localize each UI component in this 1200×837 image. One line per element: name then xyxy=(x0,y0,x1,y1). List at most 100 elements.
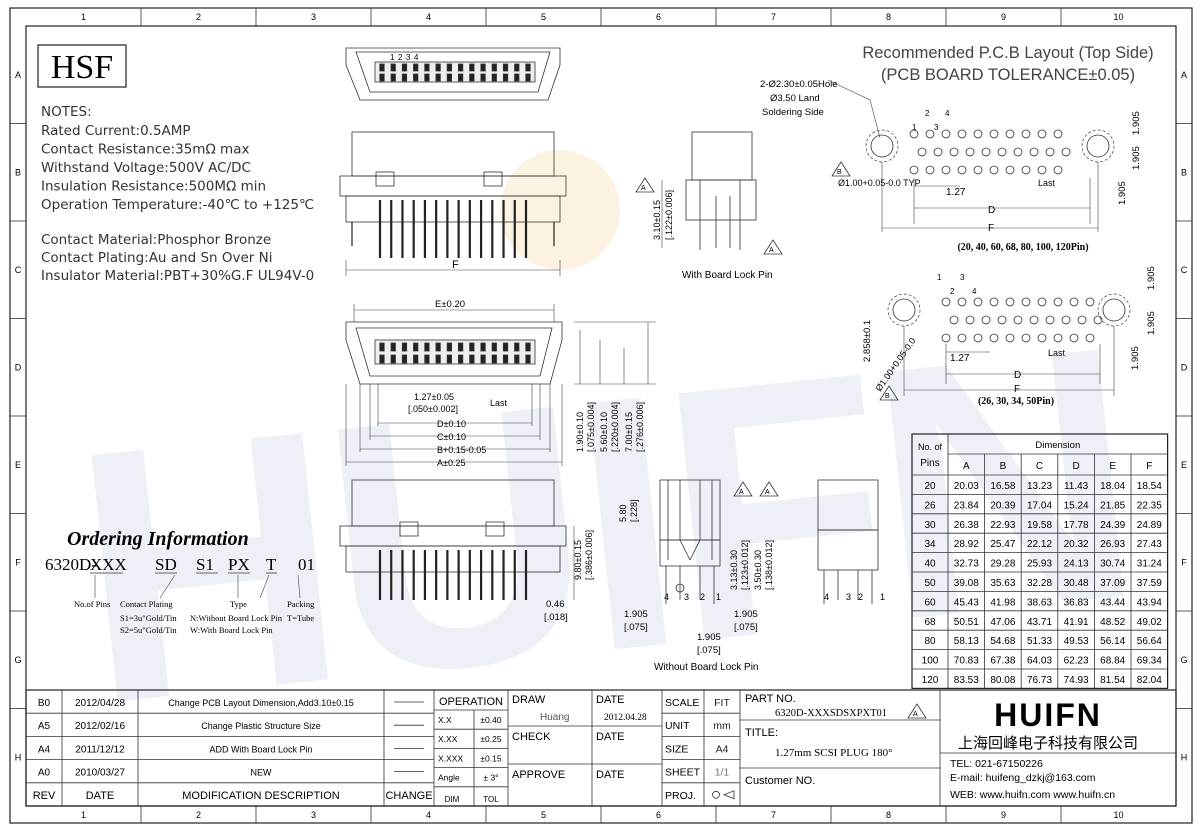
contact-pin xyxy=(446,342,452,352)
dim-1905-l-in: [.075] xyxy=(624,622,648,633)
contact-pin xyxy=(435,73,441,82)
table-col-header: C xyxy=(1036,461,1043,472)
pcb-dim-d-upper: D xyxy=(988,205,995,216)
top-pin-label-2: 2 xyxy=(398,53,403,62)
frame-col-top-2: 2 xyxy=(196,12,201,22)
table-cell: 45.43 xyxy=(954,597,979,608)
label-with-board-lock-pin: With Board Lock Pin xyxy=(682,270,773,281)
label-packing-t: T=Tube xyxy=(287,613,314,623)
table-cell: 25.93 xyxy=(1027,559,1052,570)
rev-date: 2010/03/27 xyxy=(75,768,125,779)
pcb-pad xyxy=(1021,333,1031,343)
dim-1905-r: 1.905 xyxy=(734,609,758,620)
table-cell: 20.39 xyxy=(990,500,1015,511)
contact-pin xyxy=(491,342,497,352)
pcb-lower-pin-4: 4 xyxy=(972,287,977,296)
pcb-pad xyxy=(925,165,935,175)
meta-value-sheet: 1/1 xyxy=(715,767,730,779)
dim-d: D±0.10 xyxy=(437,419,466,429)
contact-pin xyxy=(401,354,408,364)
contact-pin xyxy=(469,73,475,82)
dim-c: C±0.10 xyxy=(437,432,466,442)
table-cell: 51.33 xyxy=(1027,636,1052,647)
ordering-code: XXX xyxy=(90,555,127,574)
contact-pin xyxy=(514,63,520,72)
rev-mark-a-3: A xyxy=(739,489,744,496)
table-cell: 15.24 xyxy=(1064,500,1089,511)
contact-pin xyxy=(413,354,419,364)
rev-description: NEW xyxy=(251,768,273,778)
table-cell: 20.03 xyxy=(954,481,979,492)
frame-col-top-4: 4 xyxy=(426,12,431,22)
rev-header: REV xyxy=(33,790,56,802)
table-cell: 56.64 xyxy=(1137,636,1162,647)
pcb-pad xyxy=(1021,165,1031,175)
dim-127-in: [.050±0.002] xyxy=(408,404,458,414)
dim-1905-r-in: [.075] xyxy=(734,622,758,633)
dim-310: 3.10±0.15 xyxy=(652,200,662,240)
table-header-pins: No. of xyxy=(918,442,943,452)
pcb-pad xyxy=(1053,297,1063,307)
pcb-pad xyxy=(989,129,999,139)
pcb-pad xyxy=(965,147,975,157)
contact-pin xyxy=(502,354,509,364)
pcb-lower-pins: (26, 30, 34, 50Pin) xyxy=(978,396,1054,407)
pcb-lower-pin-2: 2 xyxy=(950,287,955,296)
frame-row-left-B: B xyxy=(15,167,21,177)
pcb-pad xyxy=(957,297,967,307)
frame-col-top-6: 6 xyxy=(656,12,661,22)
table-cell: 36.83 xyxy=(1064,597,1089,608)
rev-date: 2012/02/16 xyxy=(75,721,125,732)
pcb-1905-e: 1.905 xyxy=(1146,311,1157,335)
pcb-pad xyxy=(989,165,999,175)
table-cell: 58.13 xyxy=(954,636,979,647)
table-cell: 76.73 xyxy=(1027,675,1052,686)
draw-label: DRAW xyxy=(512,694,546,706)
dim-700-in: [.276±0.006] xyxy=(635,402,645,452)
label-without-board-lock-pin: Without Board Lock Pin xyxy=(654,662,759,673)
rev-mark-a-1: A xyxy=(641,185,646,192)
contact-pin xyxy=(435,354,441,364)
pcb-pad xyxy=(957,165,967,175)
pcb-pad xyxy=(973,129,983,139)
pcb-1905-c: 1.905 xyxy=(1117,181,1128,205)
pcb-pitch-lower: 1.27 xyxy=(950,353,970,364)
table-cell-pins: 50 xyxy=(924,578,936,589)
pcb-hole xyxy=(870,134,894,158)
table-cell: 18.04 xyxy=(1100,481,1125,492)
pcb-lower-pin-3: 3 xyxy=(960,273,965,282)
pcb-pad xyxy=(973,297,983,307)
pcb-pad xyxy=(981,147,991,157)
section-pin-label: 4 xyxy=(664,592,669,602)
pcb-1905-d: 1.905 xyxy=(1146,266,1157,290)
table-cell: 27.43 xyxy=(1137,539,1162,550)
table-cell: 13.23 xyxy=(1027,481,1052,492)
dim-313: 3.13±0.30 xyxy=(729,550,739,590)
frame-col-top-5: 5 xyxy=(541,12,546,22)
table-cell-pins: 60 xyxy=(924,597,936,608)
note-line: Withstand Voltage:500V AC/DC xyxy=(41,160,251,176)
pcb-pad xyxy=(1093,315,1103,325)
pcb-pad xyxy=(1029,315,1039,325)
material-line: Contact Material:Phosphor Bronze xyxy=(41,232,271,248)
dim-1905-c-in: [.075] xyxy=(697,645,721,656)
contact-pin xyxy=(413,73,419,82)
dim-350-in: [.138±0.012] xyxy=(764,540,774,590)
meta-label-unit: UNIT xyxy=(665,720,690,732)
frame-col-top-8: 8 xyxy=(886,12,891,22)
ordering-code: SD xyxy=(155,555,177,574)
meta-label-sheet: SHEET xyxy=(665,767,701,779)
rev-description: Change PCB Layout Dimension,Add3.10±0.15 xyxy=(168,698,354,708)
notes-heading: NOTES: xyxy=(41,104,92,120)
table-cell: 49.53 xyxy=(1064,636,1089,647)
hsf-logo-box xyxy=(37,44,127,88)
pcb-pad xyxy=(941,333,951,343)
pcb-pad xyxy=(1053,333,1063,343)
frame-row-left-H: H xyxy=(15,752,22,762)
dim-label: DIM xyxy=(445,795,460,804)
table-col-header: D xyxy=(1072,461,1079,472)
date-header: DATE xyxy=(86,790,115,802)
table-cell: 21.85 xyxy=(1100,500,1125,511)
customer-label: Customer NO. xyxy=(745,775,815,787)
